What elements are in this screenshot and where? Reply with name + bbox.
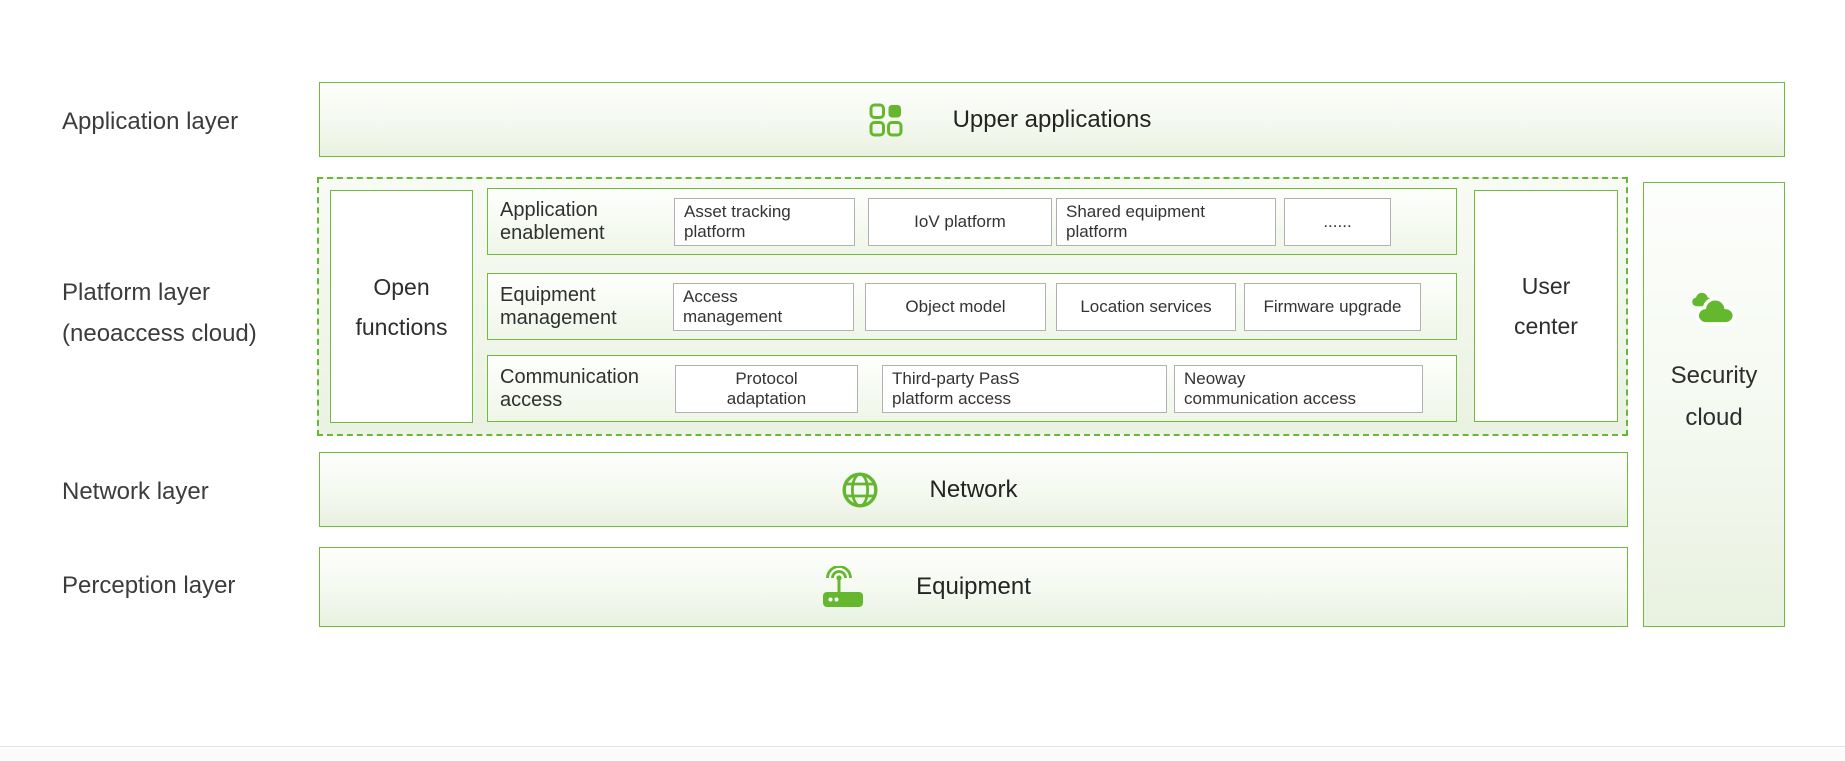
- security-cloud-line1: Security: [1670, 361, 1758, 389]
- perception-layer-label: Perception layer: [62, 572, 236, 599]
- location-services-box: Location services: [1056, 282, 1236, 331]
- user-center-box: User center: [1474, 190, 1618, 422]
- open-functions-line2: functions: [355, 313, 448, 340]
- security-cloud-line2: cloud: [1685, 403, 1743, 431]
- user-center-line2: center: [1514, 313, 1578, 339]
- more-applications-box: ......: [1284, 197, 1391, 246]
- object-model-box: Object model: [865, 282, 1046, 331]
- shared-equipment-platform-box: Shared equipment platform: [1056, 197, 1276, 246]
- open-functions-box: Open functions: [330, 190, 473, 423]
- network-title: Network: [929, 475, 1018, 503]
- access-management-box: Access management: [673, 282, 854, 331]
- platform-layer-label: Platform layer (neoaccess cloud): [62, 272, 257, 354]
- neoway-communication-box: Neoway communication access: [1174, 364, 1423, 413]
- equipment-box: Equipment: [319, 547, 1628, 627]
- application-enablement-row: Application enablement Asset tracking pl…: [487, 188, 1457, 255]
- user-center-line1: User: [1521, 273, 1571, 299]
- asset-tracking-platform-box: Asset tracking platform: [674, 197, 855, 246]
- application-enablement-label: Application enablement: [500, 198, 605, 244]
- upper-applications-box: Upper applications: [319, 82, 1785, 157]
- platform-layer-label-line1: Platform layer: [62, 279, 211, 306]
- firmware-upgrade-box: Firmware upgrade: [1244, 282, 1421, 331]
- network-layer-label: Network layer: [62, 478, 209, 505]
- security-cloud-box: Security cloud: [1643, 182, 1785, 627]
- application-layer-label: Application layer: [62, 108, 239, 135]
- security-cloud-icon: [1689, 291, 1739, 329]
- protocol-adaptation-box: Protocol adaptation: [675, 364, 858, 413]
- equipment-management-row: Equipment management Access management O…: [487, 273, 1457, 340]
- equipment-management-label: Equipment management: [500, 283, 617, 329]
- iov-platform-box: IoV platform: [868, 197, 1052, 246]
- bottom-page-divider: [0, 746, 1845, 761]
- upper-applications-title: Upper applications: [952, 105, 1152, 133]
- network-box: Network: [319, 452, 1628, 527]
- equipment-title: Equipment: [916, 573, 1031, 600]
- router-icon: [822, 566, 866, 608]
- open-functions-line1: Open: [373, 273, 430, 300]
- globe-icon: [841, 471, 879, 509]
- communication-access-row: Communication access Protocol adaptation…: [487, 355, 1457, 422]
- communication-access-label: Communication access: [500, 365, 639, 411]
- third-party-pass-box: Third-party PasS platform access: [882, 364, 1167, 413]
- platform-layer-label-line2: (neoaccess cloud): [62, 320, 257, 347]
- apps-grid-icon: [869, 103, 903, 137]
